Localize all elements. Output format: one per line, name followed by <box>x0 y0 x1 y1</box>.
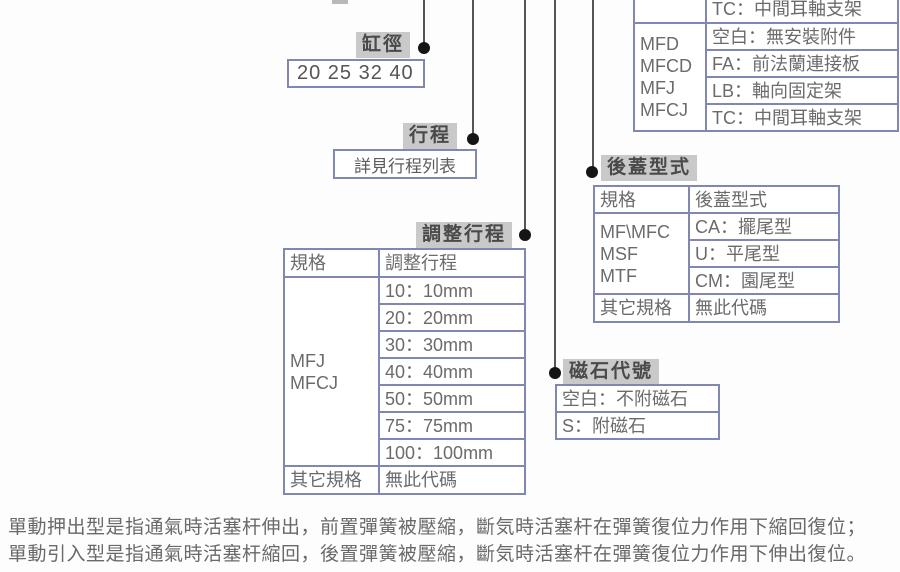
mount-option: TC：中間耳軸支架 <box>705 0 899 24</box>
spec-line: MFCD <box>640 56 692 76</box>
mount-spec-cell-cut <box>633 0 707 24</box>
table-row: U：平尾型 <box>594 239 840 268</box>
rear-cover-footer-spec: 其它規格 <box>593 293 690 323</box>
table-row: 75：75mm <box>284 411 526 440</box>
adjust-option: 10：10mm <box>378 276 526 305</box>
table-row: TC：中間耳軸支架 <box>633 0 899 24</box>
connector-dot-adjust-stroke <box>519 229 531 241</box>
adjust-spec-cell: MFJ MFCJ <box>283 276 380 467</box>
spec-line: MTF <box>600 265 637 286</box>
table-row: 20：20mm <box>284 303 526 332</box>
table-row: 規格 調整行程 <box>283 248 526 278</box>
rear-cover-spec-cell: MF\MFC MSF MTF <box>593 212 690 295</box>
mount-spec-cell: MFD MFCD MFJ MFCJ <box>633 22 707 132</box>
table-header-adjust: 調整行程 <box>378 248 526 278</box>
table-row: 30：30mm <box>284 330 526 359</box>
adjust-option: 100：100mm <box>378 438 526 467</box>
spec-line: MFCJ <box>290 372 338 393</box>
bore-label: 缸徑 <box>356 32 411 58</box>
mount-option: TC：中間耳軸支架 <box>705 103 899 132</box>
connector-line-rear-cover <box>592 0 594 172</box>
magnet-option: 空白：不附磁石 <box>555 384 720 413</box>
connector-line-adjust-stroke <box>524 0 526 235</box>
table-header-spec: 規格 <box>283 248 380 278</box>
adjust-footer-value: 無此代碼 <box>378 465 526 495</box>
connector-dot-magnet <box>549 367 561 379</box>
spec-line: MFJ <box>640 78 675 98</box>
table-row: MFD MFCD MFJ MFCJ 空白：無安裝附件 <box>633 22 899 132</box>
footnote-line-2: 單動引入型是指通氣時活塞杆縮回，後置彈簧被壓縮，斷気時活塞杆在彈簧復位力作用下伸… <box>8 544 867 565</box>
table-row: TC：中間耳軸支架 <box>634 103 899 132</box>
cropped-artifact <box>332 0 348 4</box>
magnet-table: 空白：不附磁石 S：附磁石 <box>555 384 720 440</box>
connector-dot-rear-cover <box>586 166 598 178</box>
table-header-spec: 規格 <box>593 185 690 214</box>
spec-line: MF\MFC <box>600 221 670 242</box>
spec-line: MSF <box>600 243 638 264</box>
table-row: 100：100mm <box>284 438 526 467</box>
adjust-option: 75：75mm <box>378 411 526 440</box>
bore-values: 20 25 32 40 <box>287 59 425 88</box>
table-row: MF\MFC MSF MTF CA：擺尾型 <box>593 212 840 295</box>
connector-dot-stroke <box>467 133 479 145</box>
footnote-line-1: 單動押出型是指通氣時活塞杆伸出，前置彈簧被壓縮，斷気時活塞杆在彈簧復位力作用下縮… <box>8 517 867 538</box>
rear-cover-table: 規格 後蓋型式 MF\MFC MSF MTF CA：擺尾型 U：平尾型 CM：園… <box>593 185 840 323</box>
table-row: 空白：不附磁石 <box>555 384 720 413</box>
connector-dot-bore <box>418 42 430 54</box>
magnet-label: 磁石代號 <box>563 359 660 385</box>
rear-cover-footer-value: 無此代碼 <box>688 293 840 323</box>
adjust-stroke-label: 調整行程 <box>416 222 513 248</box>
rear-cover-option: CM：園尾型 <box>688 266 840 295</box>
spec-line: MFD <box>640 34 679 54</box>
adjust-option: 50：50mm <box>378 384 526 413</box>
mount-option: 空白：無安裝附件 <box>705 22 899 51</box>
table-row: 40：40mm <box>284 357 526 386</box>
table-row: 其它規格 無此代碼 <box>283 465 526 495</box>
rear-cover-label: 後蓋型式 <box>601 155 698 181</box>
adjust-option: 30：30mm <box>378 330 526 359</box>
connector-line-bore <box>423 0 425 48</box>
spec-line: MFCJ <box>640 100 688 120</box>
stroke-value: 詳見行程列表 <box>333 149 477 179</box>
magnet-option: S：附磁石 <box>555 411 720 440</box>
table-row: LB：軸向固定架 <box>634 76 899 105</box>
table-row: MFJ MFCJ 10：10mm <box>283 276 526 467</box>
connector-line-stroke <box>472 0 474 139</box>
adjust-option: 20：20mm <box>378 303 526 332</box>
adjust-footer-spec: 其它規格 <box>283 465 380 495</box>
table-header-type: 後蓋型式 <box>688 185 840 214</box>
table-row: 規格 後蓋型式 <box>593 185 840 214</box>
table-row: CM：園尾型 <box>594 266 840 295</box>
table-row: FA：前法蘭連接板 <box>634 49 899 78</box>
rear-cover-option: CA：擺尾型 <box>688 212 840 241</box>
adjust-stroke-table: 規格 調整行程 MFJ MFCJ 10：10mm 20：20mm 30：30mm… <box>283 248 526 495</box>
table-row: 其它規格 無此代碼 <box>593 293 840 323</box>
mount-accessory-table: TC：中間耳軸支架 MFD MFCD MFJ MFCJ 空白：無安裝附件 FA：… <box>633 0 899 132</box>
spec-line: MFJ <box>290 350 325 371</box>
connector-line-magnet <box>554 0 556 373</box>
table-row: 50：50mm <box>284 384 526 413</box>
rear-cover-option: U：平尾型 <box>688 239 840 268</box>
table-row: S：附磁石 <box>555 411 720 440</box>
mount-option: LB：軸向固定架 <box>705 76 899 105</box>
mount-option: FA：前法蘭連接板 <box>705 49 899 78</box>
adjust-option: 40：40mm <box>378 357 526 386</box>
stroke-label: 行程 <box>403 123 458 149</box>
